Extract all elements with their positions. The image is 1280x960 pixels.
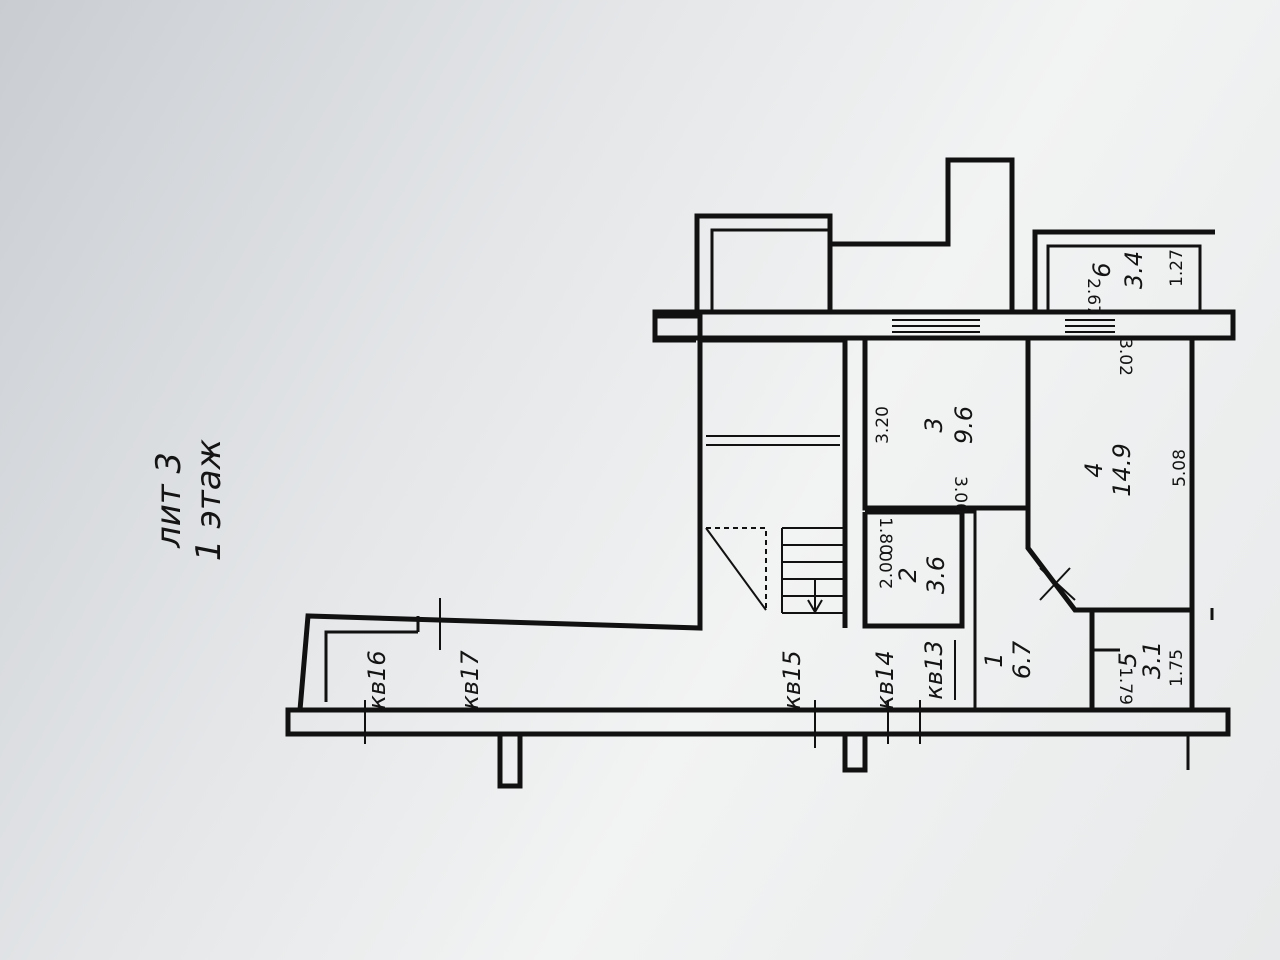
dimension-label: 3.00 [950, 476, 970, 514]
dimension-label: 1.79 [1115, 667, 1135, 705]
room-number: 6 [1088, 262, 1116, 277]
apartment-label: кв17 [456, 650, 484, 710]
plan-title: лит 3 [149, 452, 189, 549]
dimension-label: 3.02 [1115, 338, 1135, 376]
room-number: 5 [1114, 652, 1142, 667]
apartment-label: кв15 [778, 650, 806, 709]
room-area: 9.6 [950, 406, 978, 444]
dimension-label: 2.00 [877, 551, 897, 589]
room-number: 4 [1080, 462, 1108, 477]
room-number: 2 [894, 567, 922, 582]
room-number: 1 [980, 652, 1008, 667]
dimension-label: 1.27 [1167, 249, 1187, 287]
floor-label: 1 этаж [189, 438, 229, 561]
walls [285, 157, 1236, 789]
room-area: 14.9 [1108, 443, 1136, 496]
room-area: 6.7 [1008, 640, 1036, 679]
dimension-label: 5.08 [1170, 449, 1190, 487]
dimension-label: 3.20 [873, 406, 893, 444]
apartment-label: кв14 [871, 650, 899, 709]
dimension-label: 2.67 [1083, 278, 1103, 316]
room-area: 3.1 [1138, 641, 1166, 679]
room-area: 3.4 [1120, 251, 1148, 289]
room-area: 3.6 [922, 556, 950, 594]
room-number: 3 [920, 417, 948, 432]
apartment-label: кв16 [363, 650, 391, 709]
dimension-label: 1.75 [1167, 649, 1187, 687]
dimension-label: 1.80 [875, 517, 895, 555]
apartment-label: кв13 [920, 640, 948, 699]
